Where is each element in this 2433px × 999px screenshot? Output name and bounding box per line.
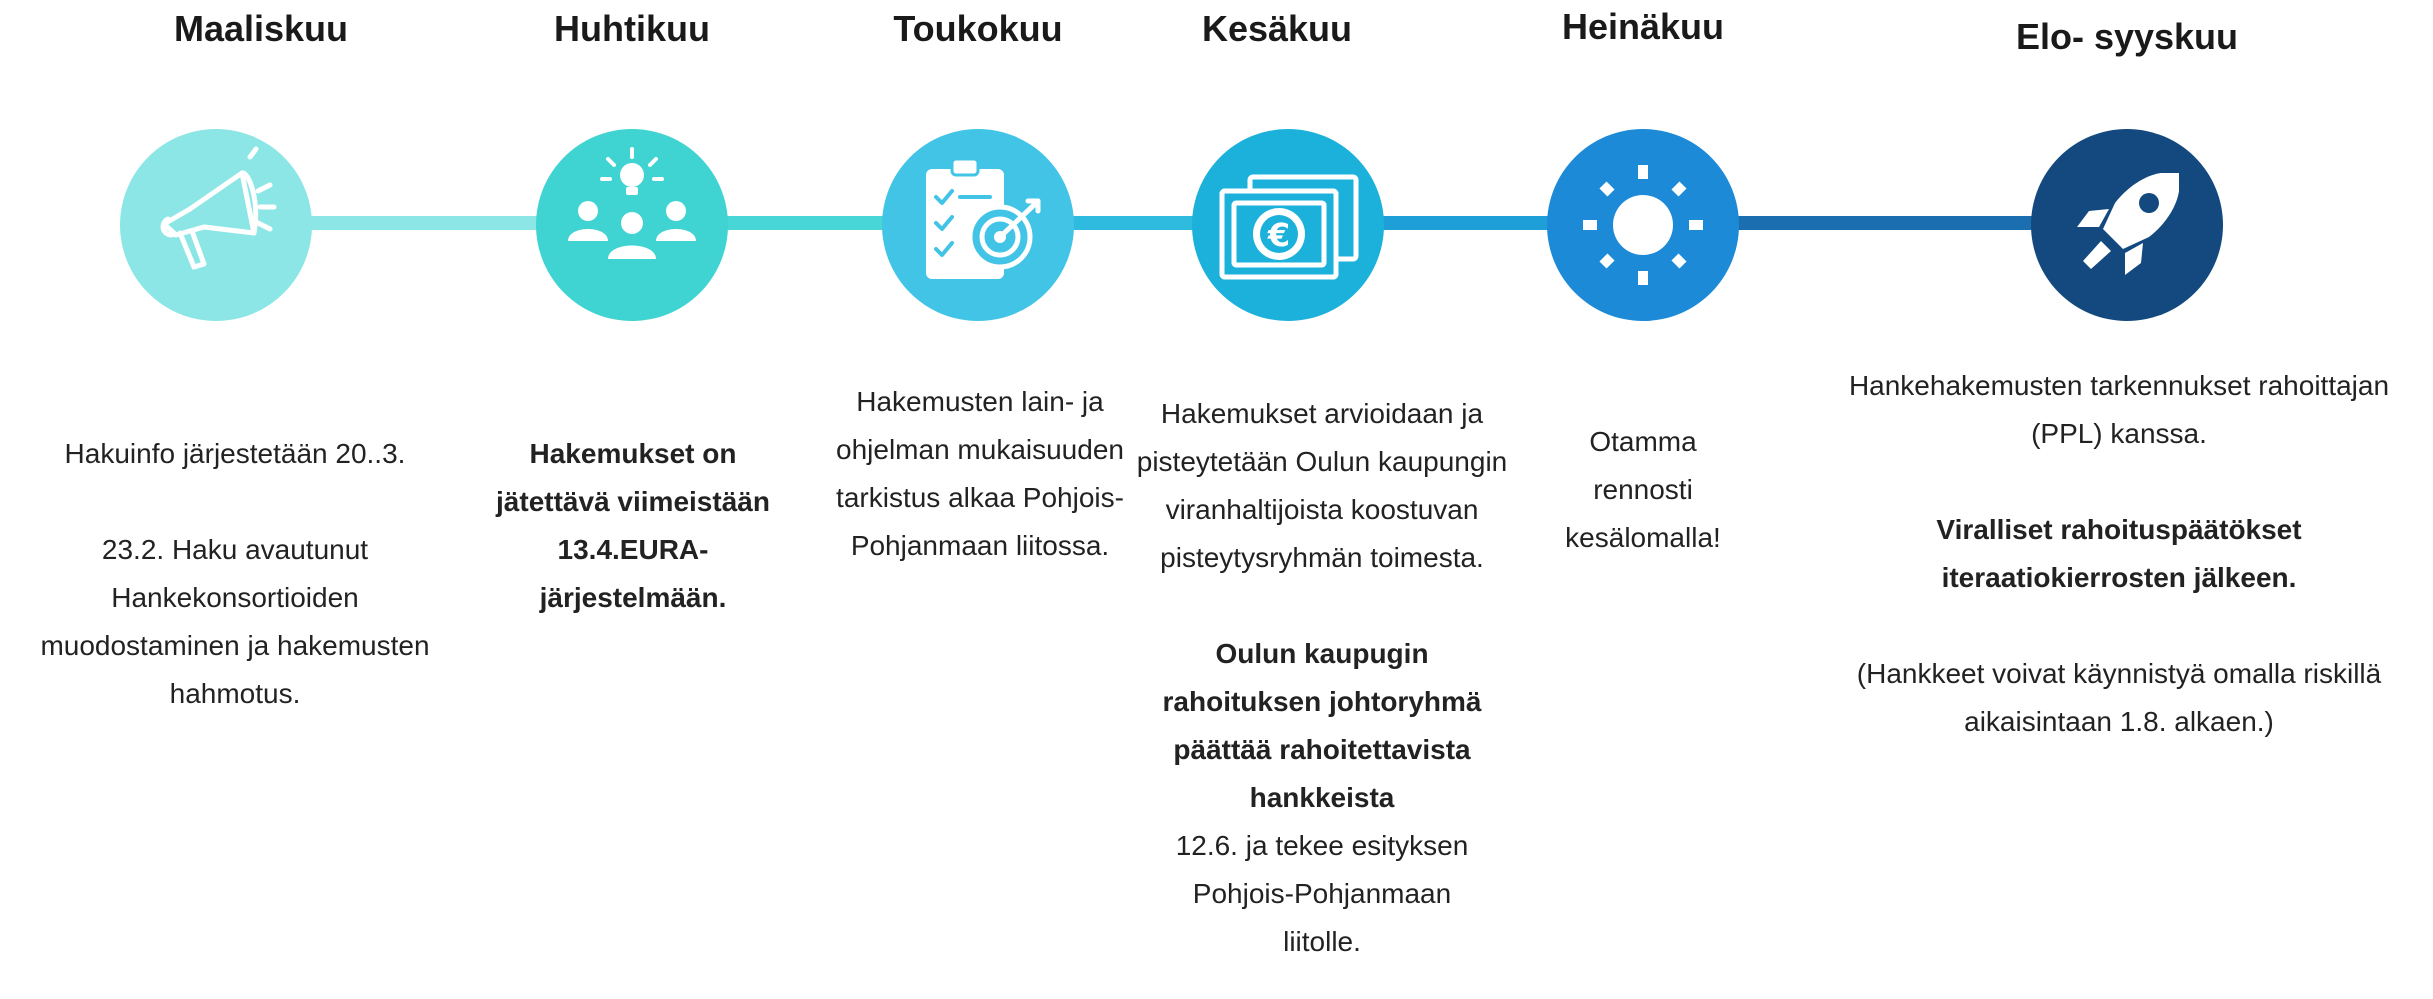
month-title-heinakuu: Heinäkuu — [1561, 6, 1725, 47]
checklist-target-icon — [882, 129, 1074, 321]
maaliskuu-text-2: 23.2. Haku avautunut Hankekonsortioiden … — [40, 534, 430, 709]
euro-banknote-icon: € — [1192, 129, 1384, 321]
elo-syyskuu-description: Hankehakemusten tarkennukset rahoittajan… — [1808, 362, 2430, 746]
month-title-elo-syyskuu: Elo- syyskuu — [2015, 16, 2239, 57]
month-title-maaliskuu: Maaliskuu — [173, 8, 349, 49]
elo-syyskuu-text-2: Viralliset rahoituspäätökset iteraatioki… — [1936, 514, 2302, 593]
kesakuu-text-1: Hakemukset arvioidaan ja pisteytetään Ou… — [1136, 398, 1508, 573]
toukokuu-description: Hakemusten lain- ja ohjelman mukaisuuden… — [835, 378, 1125, 570]
elo-syyskuu-text-3: (Hankkeet voivat käynnistyä omalla riski… — [1856, 658, 2382, 737]
huhtikuu-text-1: Hakemukset on jätettävä viimeistään 13.4… — [496, 438, 770, 613]
kesakuu-text-3: 12.6. ja tekee esityksen Pohjois-Pohjanm… — [1175, 830, 1469, 957]
toukokuu-text-1: Hakemusten lain- ja ohjelman mukaisuuden… — [836, 386, 1124, 561]
month-title-toukokuu: Toukokuu — [893, 8, 1063, 49]
timeline-connector-2 — [690, 216, 920, 230]
svg-text:€: € — [1267, 216, 1290, 254]
maaliskuu-description: Hakuinfo järjestetään 20..3. 23.2. Haku … — [5, 430, 465, 718]
timeline-connector-1 — [300, 216, 600, 230]
month-title-kesakuu: Kesäkuu — [1201, 8, 1353, 49]
huhtikuu-description: Hakemukset on jätettävä viimeistään 13.4… — [478, 430, 788, 622]
timeline-connector-4 — [1340, 216, 1580, 230]
heinakuu-description: Otamma rennosti kesälomalla! — [1558, 418, 1728, 562]
rocket-icon — [2031, 129, 2223, 321]
megaphone-icon — [120, 129, 312, 321]
kesakuu-text-2: Oulun kaupugin rahoituksen johtoryhmä pä… — [1162, 638, 1482, 813]
kesakuu-description: Hakemukset arvioidaan ja pisteytetään Ou… — [1130, 390, 1514, 966]
heinakuu-text-1: Otamma rennosti kesälomalla! — [1565, 426, 1721, 553]
sun-icon — [1547, 129, 1739, 321]
elo-syyskuu-text-1: Hankehakemusten tarkennukset rahoittajan… — [1848, 370, 2390, 449]
maaliskuu-text-1: Hakuinfo järjestetään 20..3. — [64, 438, 406, 469]
timeline-connector-5 — [1700, 216, 2040, 230]
ideas-team-icon — [536, 129, 728, 321]
timeline-connector-3 — [1035, 216, 1235, 230]
month-title-huhtikuu: Huhtikuu — [554, 8, 710, 49]
